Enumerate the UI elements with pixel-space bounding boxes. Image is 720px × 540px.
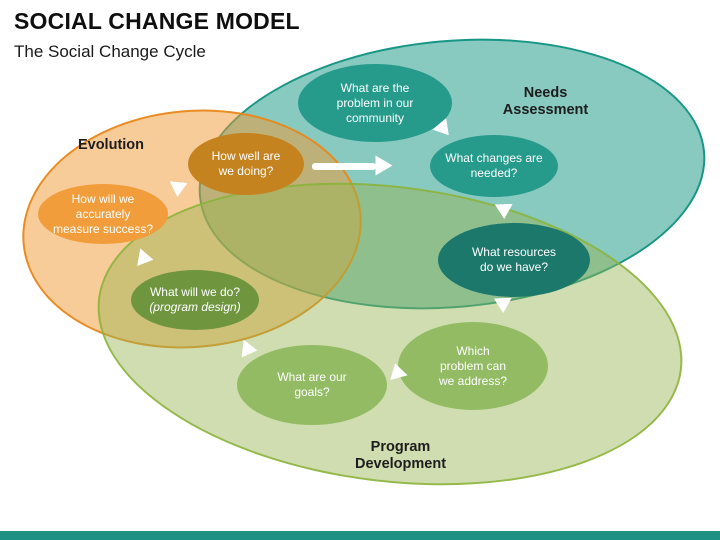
bubble-what-will-we-do-text: What will we do?: [149, 285, 241, 299]
page-title: SOCIAL CHANGE MODEL: [14, 8, 300, 34]
bottom-accent-bar: [0, 531, 720, 540]
bubble-what-will-we-do-subtext: (program design): [149, 300, 241, 314]
bubble-changes-needed: What changes are needed?: [430, 135, 558, 197]
bubble-which-problem: Which problem can we address?: [398, 322, 548, 410]
bubble-measure-success: How will we accurately measure success?: [38, 184, 168, 244]
page-subtitle: The Social Change Cycle: [14, 42, 206, 61]
bubble-how-well: How well are we doing?: [188, 133, 304, 195]
cycle-restart-arrow-shaft: [312, 163, 376, 170]
evolution-label: Evolution: [77, 137, 145, 153]
needs-assessment-label: Needs Assessment: [502, 85, 589, 119]
bubble-resources: What resources do we have?: [438, 223, 590, 297]
bubble-what-will-we-do: What will we do? (program design): [131, 270, 259, 330]
program-development-label: Program Development: [354, 439, 447, 473]
bubble-community-problems: What are the problem in our community: [298, 64, 452, 142]
bubble-goals: What are our goals?: [237, 345, 387, 425]
